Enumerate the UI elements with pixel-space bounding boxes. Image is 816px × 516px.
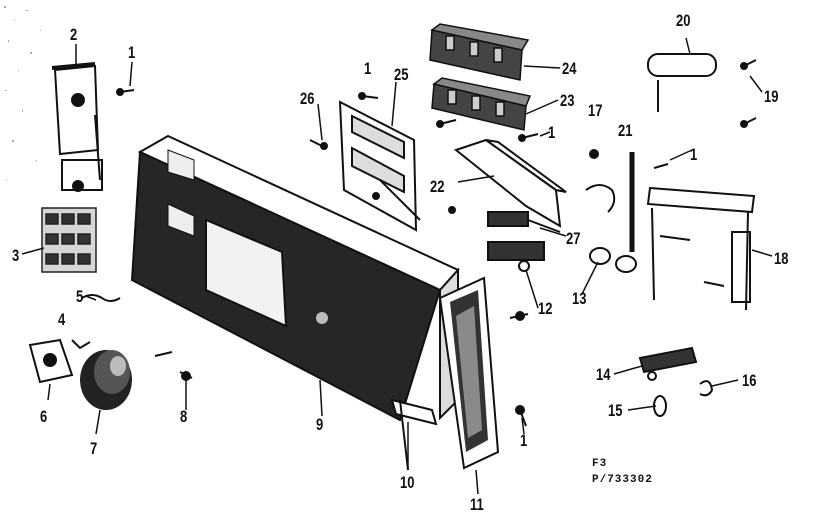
figure-code: F3 bbox=[592, 458, 608, 470]
part-6-escutcheon bbox=[28, 338, 74, 384]
callout-5: 5 bbox=[76, 287, 84, 306]
callout-1: 1 bbox=[128, 43, 136, 62]
callout-25: 25 bbox=[394, 65, 409, 84]
part-8-screws bbox=[154, 351, 193, 381]
part-7-knob bbox=[80, 350, 132, 410]
part-number-code: P/733302 bbox=[592, 474, 653, 486]
callout-1c: 1 bbox=[548, 123, 556, 142]
part-20-lamp bbox=[647, 53, 717, 112]
callout-22: 22 bbox=[430, 177, 445, 196]
callout-17: 17 bbox=[588, 101, 603, 120]
scan-noise bbox=[4, 6, 41, 181]
callout-4: 4 bbox=[58, 310, 66, 329]
part-14-switch bbox=[638, 346, 698, 381]
part-16-spring bbox=[699, 380, 714, 397]
callout-23: 23 bbox=[560, 91, 575, 110]
callout-16: 16 bbox=[742, 371, 757, 390]
part-22-bracket-plate bbox=[453, 138, 567, 228]
part-21-relay bbox=[585, 149, 669, 252]
callout-15: 15 bbox=[608, 401, 623, 420]
part-24-switch-assembly bbox=[429, 23, 530, 81]
part-10-channel bbox=[390, 398, 438, 471]
callout-6: 6 bbox=[40, 407, 48, 426]
part-25-frame bbox=[338, 100, 456, 232]
callout-13: 13 bbox=[572, 289, 587, 308]
callout-27: 27 bbox=[566, 229, 581, 248]
callout-20: 20 bbox=[676, 11, 691, 30]
callout-11: 11 bbox=[470, 495, 484, 514]
leader-lines bbox=[21, 37, 773, 495]
callout-1e: 1 bbox=[520, 431, 528, 450]
callout-8: 8 bbox=[180, 407, 188, 426]
part-12-screw bbox=[509, 311, 529, 321]
callout-21: 21 bbox=[618, 121, 633, 140]
part-5-wire bbox=[81, 294, 121, 302]
part-13-cap bbox=[589, 247, 637, 273]
callout-10: 10 bbox=[400, 473, 415, 492]
part-17-screw bbox=[436, 119, 539, 142]
callout-19: 19 bbox=[764, 87, 779, 106]
part-2-bracket bbox=[51, 62, 103, 192]
callout-9: 9 bbox=[316, 415, 324, 434]
callout-7: 7 bbox=[90, 439, 98, 458]
part-18-housing bbox=[646, 186, 756, 311]
part-4-clip bbox=[71, 339, 91, 350]
callout-2: 2 bbox=[70, 25, 78, 44]
part-11-grille bbox=[438, 276, 500, 470]
part-27-terminal bbox=[487, 211, 561, 233]
part-1-screw-c bbox=[358, 92, 379, 100]
callout-12: 12 bbox=[538, 299, 553, 318]
callout-24: 24 bbox=[562, 59, 577, 78]
callout-18: 18 bbox=[774, 249, 789, 268]
callout-1b: 1 bbox=[364, 59, 372, 78]
part-26-screw bbox=[309, 139, 328, 150]
callout-26: 26 bbox=[300, 89, 315, 108]
part-12-terminal bbox=[487, 241, 545, 272]
part-1-screw-a bbox=[116, 88, 135, 96]
part-3-switch-block bbox=[41, 207, 97, 273]
callout-1d: 1 bbox=[690, 145, 698, 164]
part-19-clip bbox=[740, 59, 757, 128]
callout-14: 14 bbox=[596, 365, 611, 384]
callout-3: 3 bbox=[12, 246, 20, 265]
part-1-screw-b bbox=[515, 405, 527, 427]
part-23-switch-assembly bbox=[431, 77, 532, 131]
